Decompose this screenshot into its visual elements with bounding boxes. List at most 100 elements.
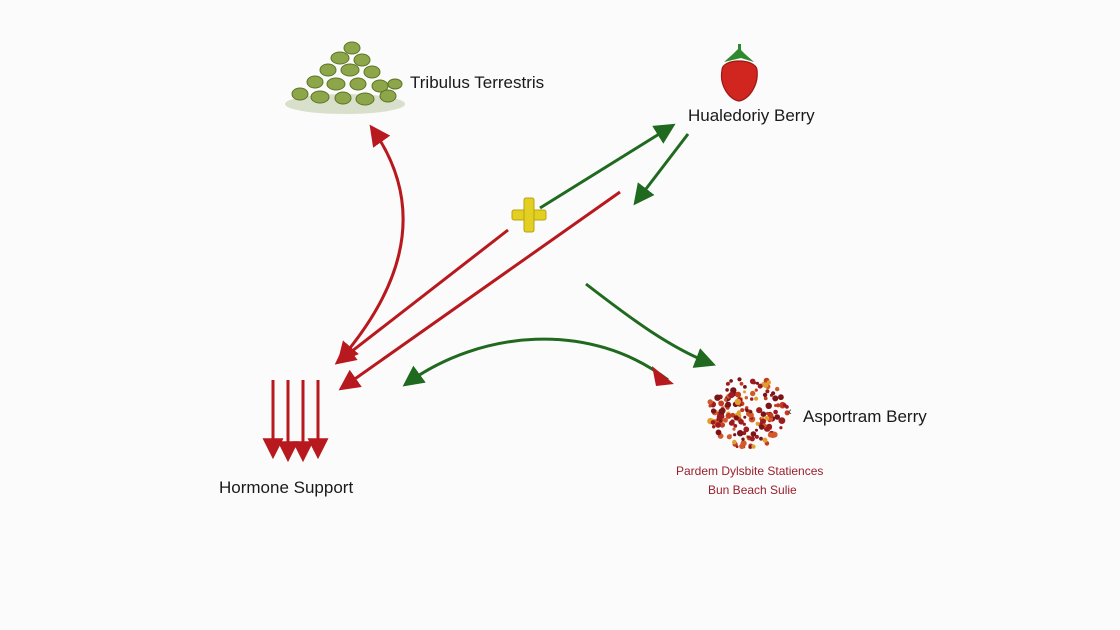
berry-dot xyxy=(733,424,738,428)
berry-dot xyxy=(755,381,760,385)
berry-dot xyxy=(712,425,716,429)
berry-dot xyxy=(716,413,723,420)
seed-pile-icon xyxy=(285,41,405,114)
berry-dot xyxy=(775,403,781,408)
berry-dot xyxy=(771,391,776,396)
down-arrows-icon xyxy=(262,380,329,463)
berry-dot xyxy=(755,428,758,432)
berry-dot xyxy=(730,412,736,418)
berry-dot xyxy=(751,444,756,449)
berry-dot xyxy=(739,443,745,449)
berry-dot xyxy=(710,420,716,425)
berry-dot xyxy=(760,411,767,418)
berry-dot xyxy=(743,390,746,394)
berry-dot xyxy=(756,407,763,414)
berry-dot xyxy=(760,418,766,425)
berry-dot xyxy=(725,401,732,408)
berry-dot xyxy=(763,396,768,401)
berry-dot xyxy=(771,431,778,438)
berry-dot xyxy=(737,430,744,437)
berry-dot xyxy=(722,417,728,423)
node-label-hualedoriy: Hualedoriy Berry xyxy=(688,106,815,125)
berry-dot xyxy=(738,419,744,425)
berry-dot xyxy=(750,390,756,397)
berry-dot xyxy=(755,421,760,426)
arrow-red-diagonal-lower xyxy=(338,190,621,391)
berry-dot xyxy=(744,396,748,400)
berry-dot xyxy=(725,412,732,419)
berry-dot xyxy=(732,439,737,445)
berry-dot xyxy=(735,391,742,398)
berry-dot xyxy=(743,385,747,389)
berry-dot xyxy=(785,405,789,409)
arrow-green-to-hualedoriy xyxy=(539,123,676,210)
berry-dot xyxy=(766,380,771,385)
berry-dot xyxy=(774,414,780,420)
berry-dot xyxy=(743,415,747,419)
node-label-tribulus: Tribulus Terrestris xyxy=(410,73,545,92)
berry-dot xyxy=(708,404,712,408)
berry-dot xyxy=(723,398,728,402)
berry-dot xyxy=(778,394,784,401)
berry-dot xyxy=(772,395,779,402)
arrow-green-curve-to-hormone xyxy=(402,337,669,387)
berry-dot xyxy=(765,389,770,394)
berry-dot xyxy=(740,408,745,413)
arrow-green-to-asportram xyxy=(585,282,716,368)
plus-icon xyxy=(511,197,547,233)
berry-dot xyxy=(759,424,765,430)
berry-dot xyxy=(750,397,754,401)
berry-dot xyxy=(762,382,769,389)
berry-dot xyxy=(762,392,768,398)
berry-dot xyxy=(726,434,732,440)
arrowhead-red-at-asportram xyxy=(652,366,674,386)
berry-dot xyxy=(714,394,721,401)
arrow-red-curve-to-tribulus xyxy=(337,124,405,364)
berry-dot xyxy=(735,445,739,448)
berry-dot xyxy=(748,445,753,449)
berry-dot xyxy=(725,382,730,386)
berry-dot xyxy=(733,433,737,437)
note-line-2: Bun Beach Sulie xyxy=(708,483,797,497)
berry-dot xyxy=(779,426,783,430)
berry-dot xyxy=(737,377,742,382)
berry-dot xyxy=(765,402,772,409)
berry-dot xyxy=(710,408,717,414)
berry-dot xyxy=(767,432,774,438)
arrow-red-diagonal-upper xyxy=(334,228,509,365)
node-label-hormone: Hormone Support xyxy=(219,478,354,497)
berry-dot xyxy=(762,437,768,443)
berry-dot xyxy=(718,400,725,407)
berry-dot xyxy=(741,437,745,441)
berry-cluster-icon xyxy=(707,377,790,449)
berry-dot xyxy=(765,411,770,416)
berry-dot xyxy=(742,422,746,426)
berry-dot xyxy=(725,388,729,392)
berry-dot xyxy=(775,386,780,392)
berry-dot xyxy=(733,415,739,421)
berry-dot xyxy=(754,388,758,392)
berry-dot xyxy=(773,409,778,415)
berry-dot xyxy=(739,381,744,386)
berry-dot xyxy=(734,398,741,405)
berry-dot xyxy=(707,399,713,405)
berry-dot xyxy=(745,408,749,413)
berry-dot xyxy=(778,417,786,424)
berry-dot xyxy=(749,436,755,442)
berry-dot xyxy=(719,419,722,423)
berry-dot xyxy=(750,431,757,437)
berry-dot xyxy=(784,410,790,416)
berry-dot xyxy=(728,420,735,426)
berry-dot xyxy=(754,434,759,439)
berry-dot xyxy=(728,392,735,399)
berry-dot xyxy=(768,412,774,418)
berry-dot xyxy=(743,426,750,433)
berry-dot xyxy=(754,396,759,401)
asportram-marker: ‹ xyxy=(788,406,792,418)
berry-dot xyxy=(732,427,736,431)
berry-dot xyxy=(729,379,733,383)
berry-dot xyxy=(757,383,763,389)
berry-dot xyxy=(715,429,722,436)
berry-dot xyxy=(759,436,763,441)
